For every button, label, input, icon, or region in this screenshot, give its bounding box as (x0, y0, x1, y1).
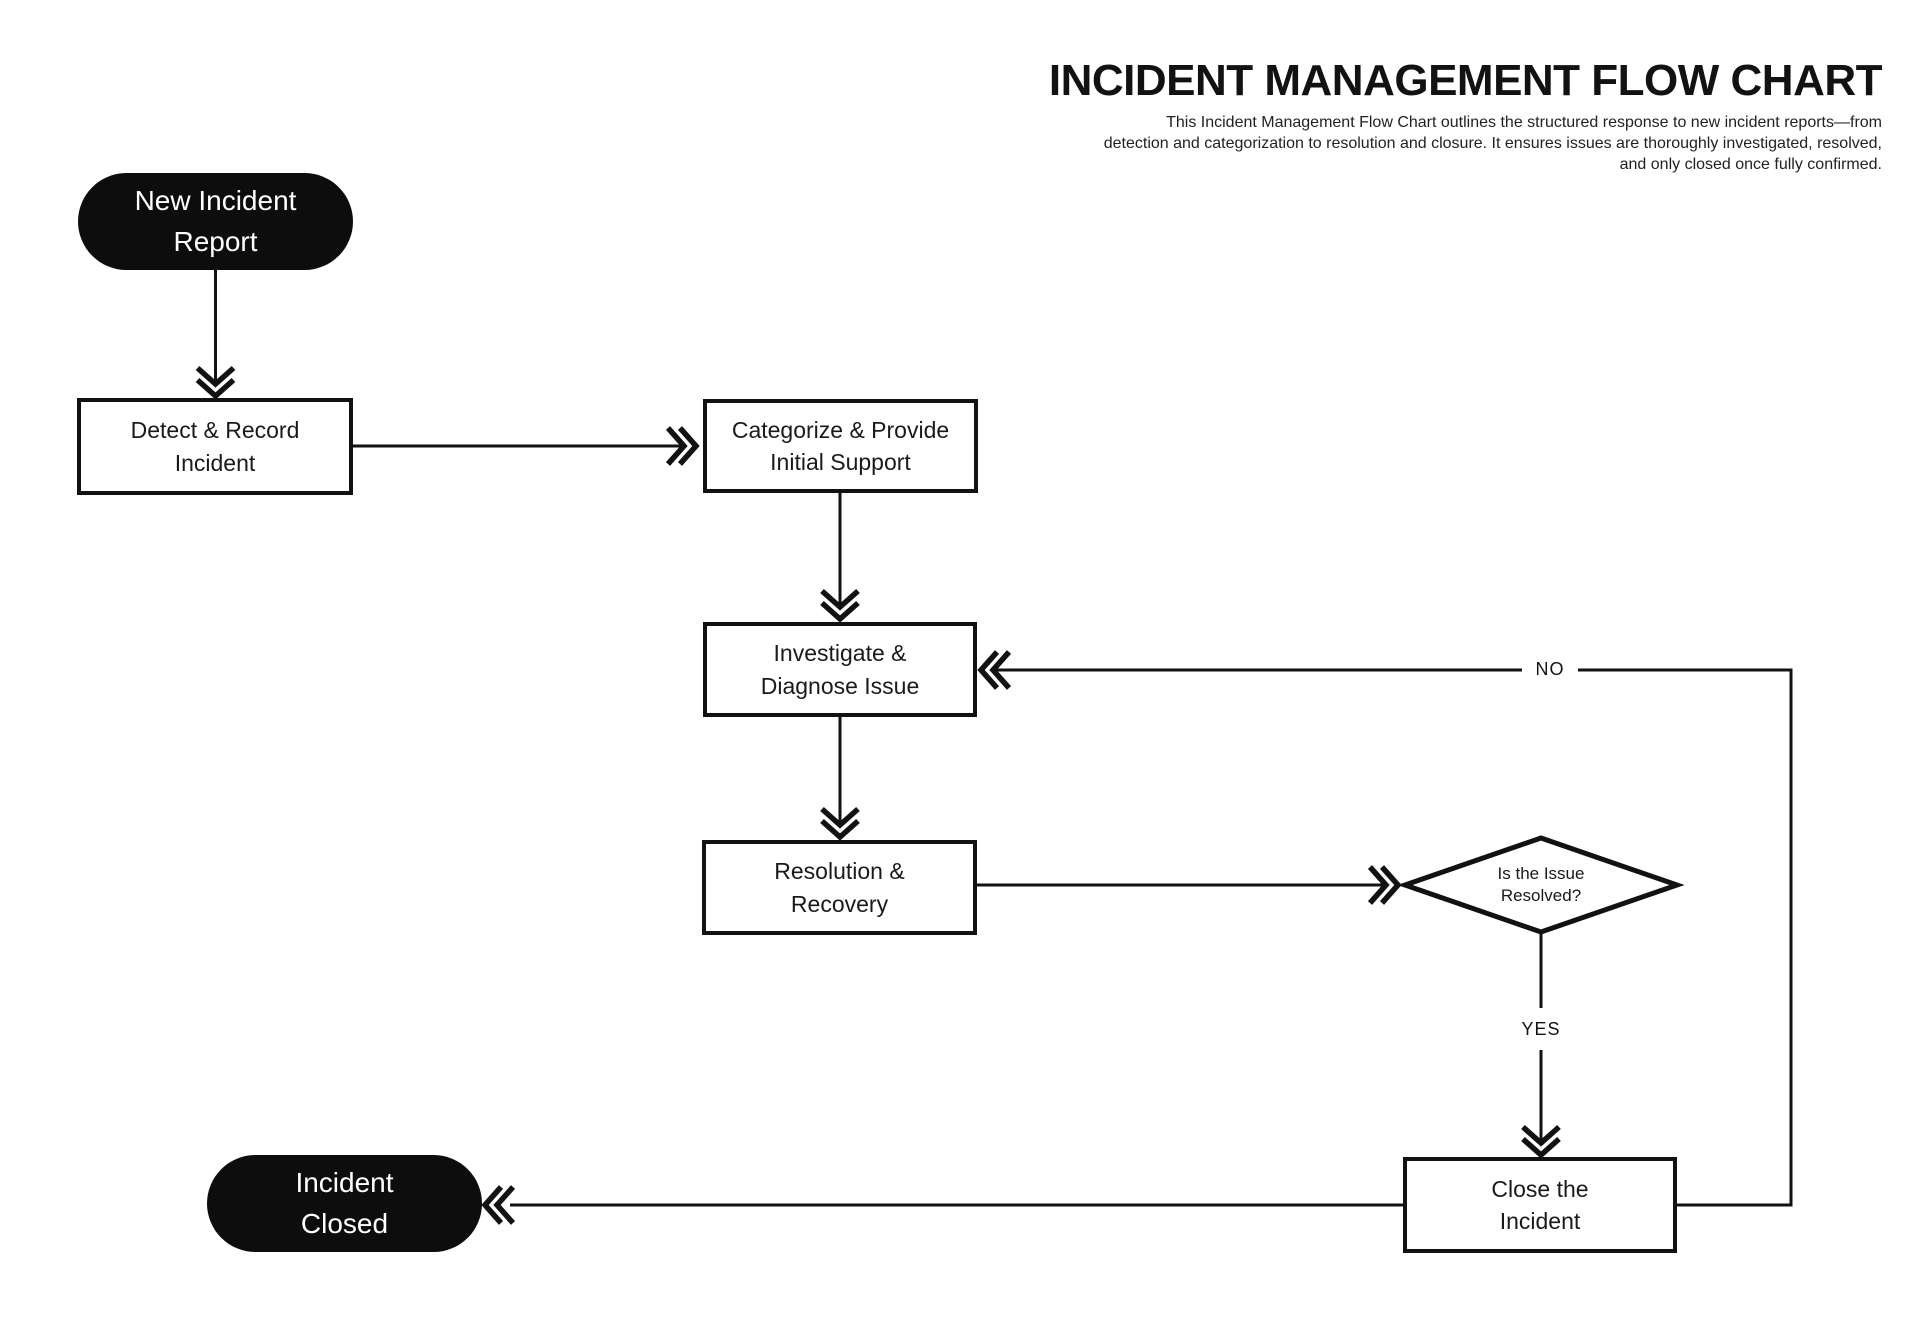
node-categorize-initial-support: Categorize & Provide Initial Support (703, 399, 978, 493)
double-chevron-down-icon (820, 588, 860, 611)
node-label: Incident (295, 1166, 394, 1198)
node-label: Report (173, 225, 258, 257)
node-label: Detect & Record (130, 417, 300, 444)
connector-investigate-to-resolution (820, 717, 860, 841)
description-line-1: This Incident Management Flow Chart outl… (1166, 114, 1882, 132)
page-title: INCIDENT MANAGEMENT FLOW CHART (1048, 56, 1883, 105)
description-line-3: and only closed once fully confirmed. (1619, 156, 1882, 174)
connector-categorize-to-investigate (820, 493, 860, 623)
double-chevron-left-icon (493, 1185, 516, 1225)
double-chevron-down-icon (820, 818, 860, 841)
double-chevron-right-icon (677, 426, 700, 466)
connector-decision-to-close-yes (1521, 934, 1561, 1159)
node-label: Resolution & (774, 858, 905, 885)
node-incident-closed: Incident Closed (207, 1155, 482, 1252)
connector-start-to-detect (195, 270, 236, 400)
connector-detect-to-categorize (353, 426, 700, 466)
double-chevron-left-icon (989, 650, 1012, 690)
connector-close-to-end (481, 1185, 1403, 1225)
node-new-incident-report: New Incident Report (78, 173, 353, 270)
node-resolution-recovery: Resolution & Recovery (702, 840, 977, 935)
chart-header: INCIDENT MANAGEMENT FLOW CHART This Inci… (782, 56, 1883, 175)
double-chevron-left-icon (977, 650, 1000, 690)
double-chevron-down-icon (1521, 1136, 1561, 1159)
node-label: Incident (1499, 1208, 1581, 1234)
node-label: Categorize & Provide (731, 416, 950, 443)
node-label: Initial Support (770, 449, 911, 475)
connector-resolution-to-decision (977, 865, 1402, 905)
node-label: Close the (1491, 1175, 1589, 1202)
double-chevron-right-icon (665, 426, 688, 466)
node-close-the-incident: Close the Incident (1403, 1157, 1677, 1253)
node-label: Is the Issue (1497, 863, 1585, 883)
double-chevron-down-icon (195, 377, 236, 400)
edge-label-yes: YES (1521, 1019, 1561, 1039)
node-label: Recovery (790, 890, 889, 917)
node-is-issue-resolved-decision: Is the Issue Resolved? (1405, 838, 1677, 932)
double-chevron-down-icon (1521, 1124, 1561, 1147)
node-label: Investigate & (773, 640, 907, 667)
node-investigate-diagnose-issue: Investigate & Diagnose Issue (703, 622, 977, 717)
decision-diamond-shape (1397, 835, 1685, 935)
node-label: New Incident (134, 184, 297, 216)
connector-loop-no-to-investigate (977, 650, 1793, 1207)
node-label: Incident (174, 449, 256, 476)
edge-label-no: NO (1535, 659, 1565, 679)
node-label: Resolved? (1500, 886, 1582, 905)
double-chevron-down-icon (820, 806, 860, 829)
double-chevron-left-icon (481, 1185, 504, 1225)
double-chevron-right-icon (1367, 865, 1390, 905)
double-chevron-down-icon (820, 600, 860, 623)
description-line-2: detection and categorization to resoluti… (1103, 135, 1882, 153)
node-detect-record-incident: Detect & Record Incident (77, 398, 353, 495)
chart-description: This Incident Management Flow Chart outl… (782, 112, 1882, 175)
node-label: Diagnose Issue (760, 672, 920, 699)
double-chevron-down-icon (195, 365, 236, 388)
node-label: Closed (300, 1207, 389, 1239)
